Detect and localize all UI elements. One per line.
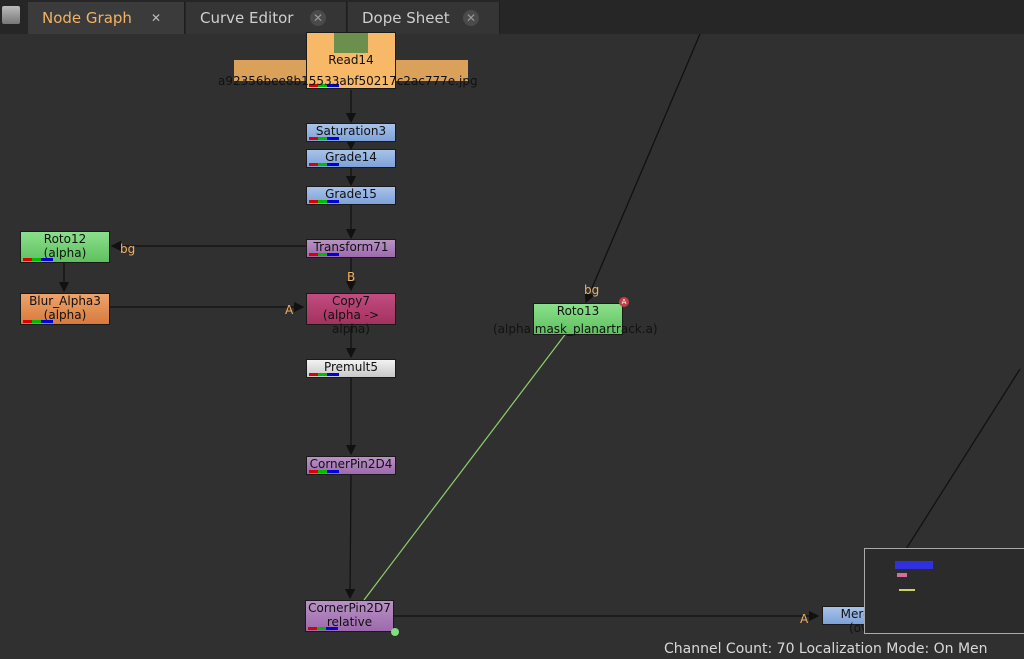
wire — [344, 474, 356, 600]
minimap-node — [897, 573, 907, 577]
input-label-b: B — [347, 270, 356, 284]
minimap-node — [899, 589, 915, 591]
thumbnail — [334, 33, 368, 53]
node-premult5[interactable]: Premult5 — [306, 359, 396, 378]
node-cornerpin2d7[interactable]: CornerPin2D7 relative — [305, 600, 394, 632]
mask-input-dot[interactable] — [391, 628, 399, 636]
graph-minimap[interactable] — [864, 548, 1024, 634]
node-name: Read14 — [328, 53, 374, 67]
node-name: Transform71 — [313, 240, 389, 254]
node-name: Copy7 — [331, 294, 371, 308]
node-sublabel: (alpha) — [43, 246, 87, 260]
node-blur-alpha3[interactable]: Blur_Alpha3 (alpha) — [20, 293, 110, 325]
tab-label: Dope Sheet — [362, 9, 450, 27]
node-sublabel: (alpha -> alpha) — [322, 308, 380, 336]
tab-bar: Node Graph ✕ Curve Editor ✕ Dope Sheet ✕ — [0, 0, 1024, 34]
wire — [584, 34, 701, 304]
status-bar-text: Channel Count: 70 Localization Mode: On … — [664, 641, 988, 657]
node-name: Premult5 — [323, 360, 379, 374]
read-file-name: a92356bee8b15533abf50217c2ac777e.jpg — [218, 74, 478, 88]
node-transform71[interactable]: Transform71 — [306, 239, 396, 258]
node-read14[interactable]: Read14 — [306, 32, 396, 89]
node-name: Roto12 — [43, 232, 87, 246]
node-name: CornerPin2D7 — [308, 601, 391, 615]
tab-label: Curve Editor — [200, 9, 294, 27]
channel-indicator — [309, 470, 339, 473]
node-name: Blur_Alpha3 — [29, 294, 101, 308]
close-icon[interactable]: ✕ — [463, 10, 479, 26]
tab-label: Node Graph — [42, 9, 132, 27]
tab-node-graph[interactable]: Node Graph ✕ — [28, 2, 185, 34]
channel-indicator — [309, 137, 339, 140]
node-sublabel: (alpha mask_planartrack.a) — [493, 322, 658, 336]
node-name: Roto13 — [556, 304, 600, 318]
close-icon[interactable]: ✕ — [310, 10, 326, 26]
node-name: CornerPin2D4 — [309, 457, 393, 471]
channel-indicator — [308, 627, 338, 630]
panel-menu-icon[interactable] — [2, 6, 20, 24]
input-label-bg: bg — [120, 242, 136, 256]
channel-indicator — [23, 258, 53, 261]
node-roto12[interactable]: Roto12 (alpha) — [20, 231, 110, 263]
channel-indicator — [309, 253, 339, 256]
node-sublabel: relative — [326, 615, 373, 629]
channel-indicator — [309, 200, 339, 203]
channel-indicator — [23, 320, 53, 323]
channel-indicator — [309, 373, 339, 376]
node-grade15[interactable]: Grade15 — [306, 186, 396, 205]
mask-wire — [363, 331, 568, 601]
input-label-a: A — [800, 612, 809, 626]
node-name: Grade15 — [325, 187, 377, 201]
minimap-node — [895, 561, 933, 569]
node-name: Saturation3 — [315, 124, 387, 138]
node-grade14[interactable]: Grade14 — [306, 149, 396, 168]
node-copy7[interactable]: Copy7 (alpha -> alpha) — [306, 293, 396, 336]
input-label-a: A — [285, 303, 294, 317]
channel-indicator — [309, 163, 339, 166]
node-sublabel: (alpha) — [43, 308, 87, 322]
input-label-bg: bg — [584, 283, 600, 297]
badge-icon: A — [619, 297, 629, 307]
tab-dope-sheet[interactable]: Dope Sheet ✕ — [348, 2, 500, 34]
node-saturation3[interactable]: Saturation3 — [306, 123, 396, 142]
tab-curve-editor[interactable]: Curve Editor ✕ — [186, 2, 347, 34]
close-icon[interactable]: ✕ — [150, 11, 162, 25]
channel-indicator — [309, 84, 339, 87]
node-name: Grade14 — [325, 150, 377, 164]
node-cornerpin2d4[interactable]: CornerPin2D4 — [306, 456, 396, 475]
node-roto13[interactable]: Roto13 — [533, 303, 623, 335]
